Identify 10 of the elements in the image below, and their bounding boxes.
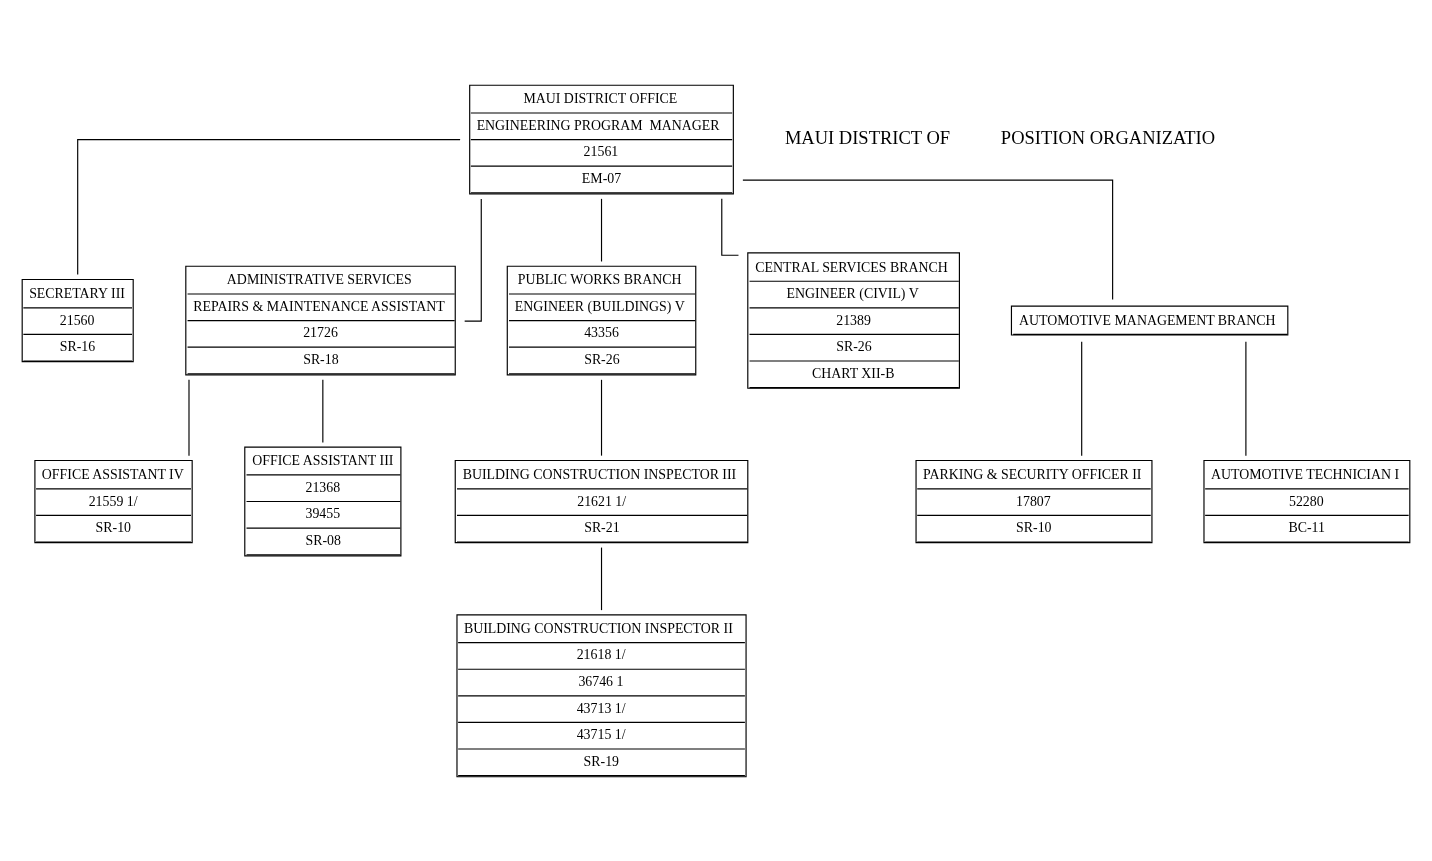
connector <box>1081 340 1083 456</box>
connector <box>600 546 603 611</box>
connector <box>600 197 603 262</box>
label: POSITION ORGANIZATIO <box>1000 127 1216 148</box>
connector <box>77 138 461 275</box>
connector <box>1245 340 1247 456</box>
connector <box>600 378 603 456</box>
label: MAUI DISTRICT OF <box>784 127 951 148</box>
connector <box>742 179 1114 300</box>
connector <box>322 378 324 443</box>
